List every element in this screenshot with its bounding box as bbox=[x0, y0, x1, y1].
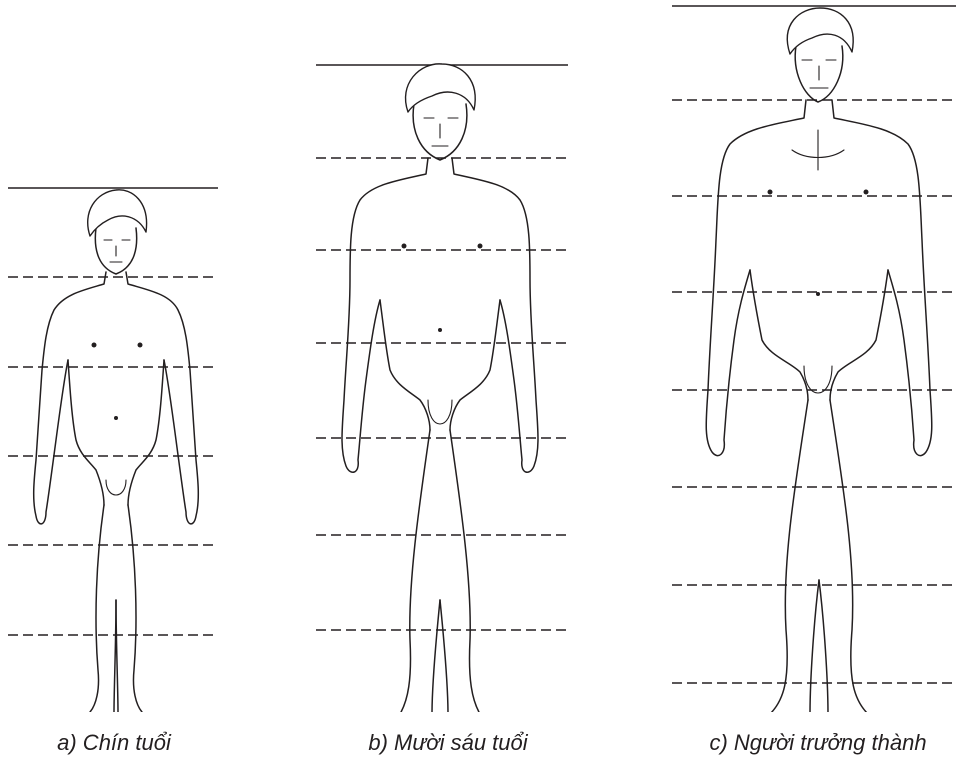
navel-c bbox=[816, 292, 820, 296]
nipple-b bbox=[402, 244, 407, 249]
figure-b-sixteen-years bbox=[316, 64, 568, 712]
pelvis-a bbox=[106, 480, 126, 495]
left-leg-c bbox=[770, 400, 819, 712]
torso-right-c bbox=[830, 270, 888, 400]
right-leg-b bbox=[440, 430, 480, 712]
nipple-a bbox=[92, 343, 97, 348]
body-proportion-diagram bbox=[0, 0, 958, 712]
right-arm-a bbox=[126, 272, 198, 524]
nipple-b bbox=[478, 244, 483, 249]
pelvis-b bbox=[428, 400, 452, 424]
hair-b bbox=[406, 64, 476, 112]
face-c bbox=[802, 60, 836, 88]
torso-right-a bbox=[128, 360, 164, 505]
figure-c-adult bbox=[672, 6, 956, 712]
left-arm-a bbox=[34, 272, 106, 524]
left-leg-a bbox=[90, 505, 116, 712]
right-arm-c bbox=[832, 100, 932, 456]
hair-a bbox=[88, 190, 147, 236]
caption-sixteen-years: b) Mười sáu tuổi bbox=[368, 730, 527, 756]
right-arm-b bbox=[452, 158, 538, 472]
left-arm-c bbox=[706, 100, 806, 456]
torso-left-c bbox=[750, 270, 808, 400]
nipple-c bbox=[864, 190, 869, 195]
torso-left-b bbox=[380, 300, 430, 430]
nipple-c bbox=[768, 190, 773, 195]
left-arm-b bbox=[342, 158, 428, 472]
chest-c bbox=[792, 130, 844, 170]
torso-right-b bbox=[450, 300, 500, 430]
human-figure-b bbox=[342, 64, 538, 712]
navel-a bbox=[114, 416, 118, 420]
right-leg-c bbox=[819, 400, 868, 712]
human-figure-a bbox=[34, 190, 199, 712]
human-figure-c bbox=[706, 8, 932, 712]
right-leg-a bbox=[116, 505, 142, 712]
figure-a-nine-years bbox=[8, 188, 218, 712]
pelvis-c bbox=[804, 366, 832, 393]
hair-c bbox=[787, 8, 853, 54]
caption-adult: c) Người trưởng thành bbox=[709, 730, 926, 756]
torso-left-a bbox=[68, 360, 104, 505]
caption-nine-years: a) Chín tuổi bbox=[57, 730, 171, 756]
navel-b bbox=[438, 328, 442, 332]
face-a bbox=[104, 240, 130, 262]
nipple-a bbox=[138, 343, 143, 348]
left-leg-b bbox=[400, 430, 440, 712]
face-b bbox=[424, 118, 458, 146]
